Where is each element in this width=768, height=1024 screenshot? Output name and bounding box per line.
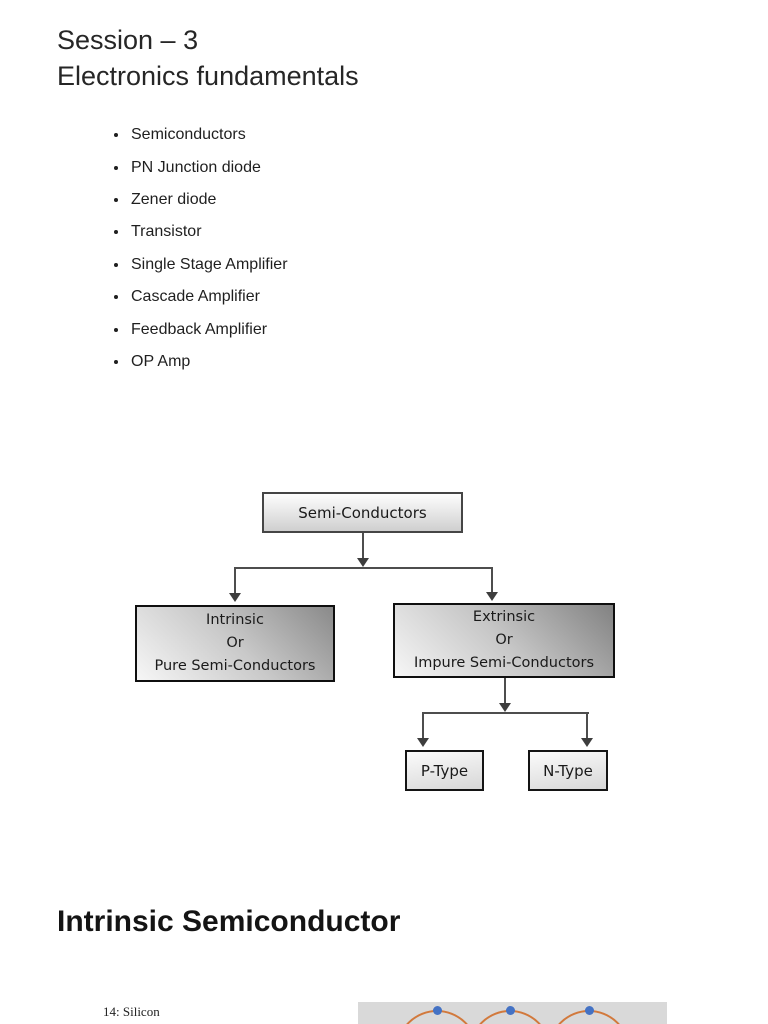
bullet-icon [114,359,118,364]
list-item-label: Semiconductors [131,126,246,144]
connector-line [586,714,588,738]
connector-line [422,714,424,738]
arrowhead-down-icon [581,738,593,747]
silicon-atoms-figure [358,1002,667,1024]
page-title: Intrinsic Semiconductor [57,905,401,938]
figure-caption: 14: Silicon [103,1004,160,1019]
connector-line [234,569,236,594]
list-item-label: PN Junction diode [131,158,261,176]
bullet-icon [114,165,118,170]
list-item-label: OP Amp [131,352,191,370]
list-item: Feedback Amplifier [114,313,288,345]
flowchart-node-p-type: P-Type [405,750,484,791]
list-item: OP Amp [114,346,288,378]
slide-title: Session – 3 Electronics fundamentals [57,22,359,94]
bullet-icon [114,327,118,332]
flowchart-node-label: Extrinsic [472,609,536,625]
bullet-icon [114,295,118,300]
flowchart-node-label: N-Type [543,761,593,780]
flowchart-node-semiconductors: Semi-Conductors [262,492,463,533]
arrowhead-down-icon [486,592,498,601]
bullet-icon [114,133,118,138]
list-item: Zener diode [114,184,288,216]
flowchart-node-intrinsic: Intrinsic Or Pure Semi-Conductors [135,605,335,682]
list-item: Semiconductors [114,119,288,151]
slide-title-line1: Session – 3 [57,25,199,55]
electron-dot [506,1006,515,1015]
topics-bullet-list: Semiconductors PN Junction diode Zener d… [114,119,288,378]
flowchart-node-label: P-Type [420,761,469,780]
slide-title-line2: Electronics fundamentals [57,61,359,91]
connector-line [362,533,364,559]
electron-dot [433,1006,442,1015]
list-item: Cascade Amplifier [114,281,288,313]
connector-line [491,569,493,592]
connector-line [234,567,493,569]
list-item-label: Single Stage Amplifier [131,255,288,273]
arrowhead-down-icon [229,593,241,602]
list-item-label: Transistor [131,223,202,241]
flowchart-node-label: Or [495,632,513,648]
arrowhead-down-icon [357,558,369,567]
list-item: Transistor [114,216,288,248]
flowchart-node-n-type: N-Type [528,750,608,791]
flowchart-node-label: Pure Semi-Conductors [154,658,316,674]
list-item: Single Stage Amplifier [114,249,288,281]
bullet-icon [114,230,118,235]
electron-dot [585,1006,594,1015]
list-item: PN Junction diode [114,151,288,183]
connector-line [504,678,506,704]
connector-line [422,712,589,714]
flowchart-node-label: Intrinsic [206,612,264,628]
arrowhead-down-icon [499,703,511,712]
list-item-label: Zener diode [131,190,217,208]
flowchart-node-extrinsic: Extrinsic Or Impure Semi-Conductors [393,603,615,678]
arrowhead-down-icon [417,738,429,747]
bullet-icon [114,197,118,202]
flowchart-node-label: Or [226,635,244,651]
bullet-icon [114,262,118,267]
flowchart-node-label: Impure Semi-Conductors [413,655,595,671]
list-item-label: Cascade Amplifier [131,288,260,306]
flowchart-node-label: Semi-Conductors [298,503,427,522]
list-item-label: Feedback Amplifier [131,320,268,338]
